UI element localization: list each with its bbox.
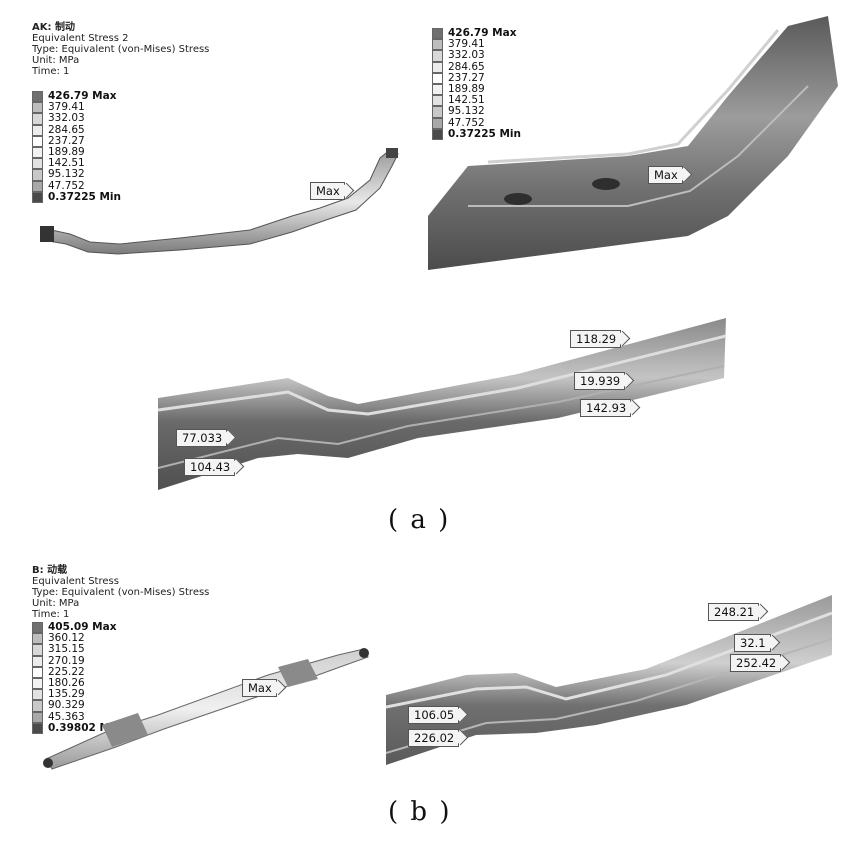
legend-row: 237.27 [432,72,521,84]
legend-row: 95.132 [32,169,121,181]
max-marker-a: Max [310,182,345,200]
probe-b-4: 106.05 [408,706,460,724]
legend-row: 189.89 [432,83,521,96]
legend-row: 90.329 [32,700,121,712]
probe-a-5: 104.43 [184,458,236,476]
max-label: Max [648,166,683,184]
header-time: Time: 1 [32,66,70,77]
legend-row: 47.752 [432,117,521,129]
probe-a-4: 77.033 [176,429,228,447]
legend-row: 142.51 [32,158,121,170]
legend-row: 180.26 [32,677,121,690]
legend-swatch [32,677,43,690]
legend-swatch [32,689,43,701]
legend-swatch [32,158,43,170]
legend-row: 405.09 Max [32,621,121,634]
legend-row: 135.29 [32,689,121,701]
header-unit: Unit: MPa [32,55,80,66]
legend-row: 0.37225 Min [432,128,521,140]
legend-swatch [432,28,443,40]
probe-b-2: 32.1 [734,634,771,652]
legend-swatch [32,711,43,723]
legend-swatch [32,91,43,103]
legend-swatch [32,633,43,645]
legend-swatch [432,50,443,62]
legend-swatch [432,117,443,129]
beam-model-a [40,148,399,255]
legend-swatch [32,644,43,656]
legend-swatch [32,655,43,667]
panel-b: B: 动载 Equivalent Stress Type: Equivalent… [0,555,867,841]
max-label: Max [310,182,345,200]
legend-swatch [32,135,43,147]
legend-row: 426.79 Max [32,90,121,103]
probe-a-3: 142.93 [580,399,632,417]
legend-swatch [32,146,43,159]
panel-a-header: AK: 制动 Equivalent Stress 2 Type: Equival… [32,22,209,77]
legend-row: 360.12 [32,633,121,645]
legend-swatch [32,622,43,634]
stress-legend-a: 426.79 Max 379.41 332.03 284.65 237.27 1… [32,90,121,203]
caption-b: ( b ) [388,797,452,827]
legend-swatch [32,666,43,678]
stress-legend-a-zoom: 426.79 Max 379.41 332.03 284.65 237.27 1… [432,27,521,140]
legend-row: 47.752 [32,180,121,192]
legend-swatch [432,106,443,118]
probe-b-1: 248.21 [708,603,760,621]
max-marker-b: Max [242,679,277,697]
legend-row: 315.15 [32,644,121,656]
legend-row: 225.22 [32,666,121,678]
header-type: Type: Equivalent (von-Mises) Stress [32,44,210,55]
legend-swatch [432,128,443,140]
legend-swatch [432,61,443,73]
panel-a: AK: 制动 Equivalent Stress 2 Type: Equival… [0,0,867,540]
beam-model-b [43,648,369,770]
legend-swatch [32,722,43,734]
legend-row: 0.39802 Min [32,722,121,734]
legend-row: 270.19 [32,655,121,667]
probe-a-1: 118.29 [570,330,622,348]
legend-row: 426.79 Max [432,27,521,40]
legend-swatch [32,191,43,203]
legend-row: 284.65 [32,124,121,136]
legend-row: 189.89 [32,146,121,159]
legend-swatch [32,169,43,181]
legend-row: 0.37225 Min [32,191,121,203]
header-unit: Unit: MPa [32,598,80,609]
zoom-view-a2 [158,318,726,490]
legend-row: 379.41 [432,39,521,51]
header-type: Type: Equivalent (von-Mises) Stress [32,587,210,598]
max-marker-a-zoom: Max [648,166,683,184]
header-title: B: 动载 [32,565,68,576]
zoom-view-a1 [428,16,838,270]
legend-swatch [432,72,443,84]
legend-swatch [432,39,443,51]
header-title: AK: 制动 [32,22,75,33]
legend-swatch [32,113,43,125]
legend-swatch [432,83,443,96]
legend-swatch [432,95,443,107]
legend-row: 45.363 [32,711,121,723]
legend-swatch [32,102,43,114]
legend-row: 379.41 [32,102,121,114]
probe-b-5: 226.02 [408,729,460,747]
legend-row: 95.132 [432,106,521,118]
probe-a-2: 19.939 [574,372,626,390]
legend-row: 237.27 [32,135,121,147]
legend-swatch [32,700,43,712]
legend-row: 332.03 [32,113,121,125]
max-label: Max [242,679,277,697]
legend-row: 284.65 [432,61,521,73]
header-result: Equivalent Stress [32,576,119,587]
stress-legend-b: 405.09 Max 360.12 315.15 270.19 225.22 1… [32,621,121,734]
panel-b-header: B: 动载 Equivalent Stress Type: Equivalent… [32,565,209,620]
legend-swatch [32,124,43,136]
header-result: Equivalent Stress 2 [32,33,129,44]
legend-swatch [32,180,43,192]
caption-a: ( a ) [388,505,451,535]
legend-row: 142.51 [432,95,521,107]
probe-b-3: 252.42 [730,654,782,672]
header-time: Time: 1 [32,609,70,620]
legend-row: 332.03 [432,50,521,62]
